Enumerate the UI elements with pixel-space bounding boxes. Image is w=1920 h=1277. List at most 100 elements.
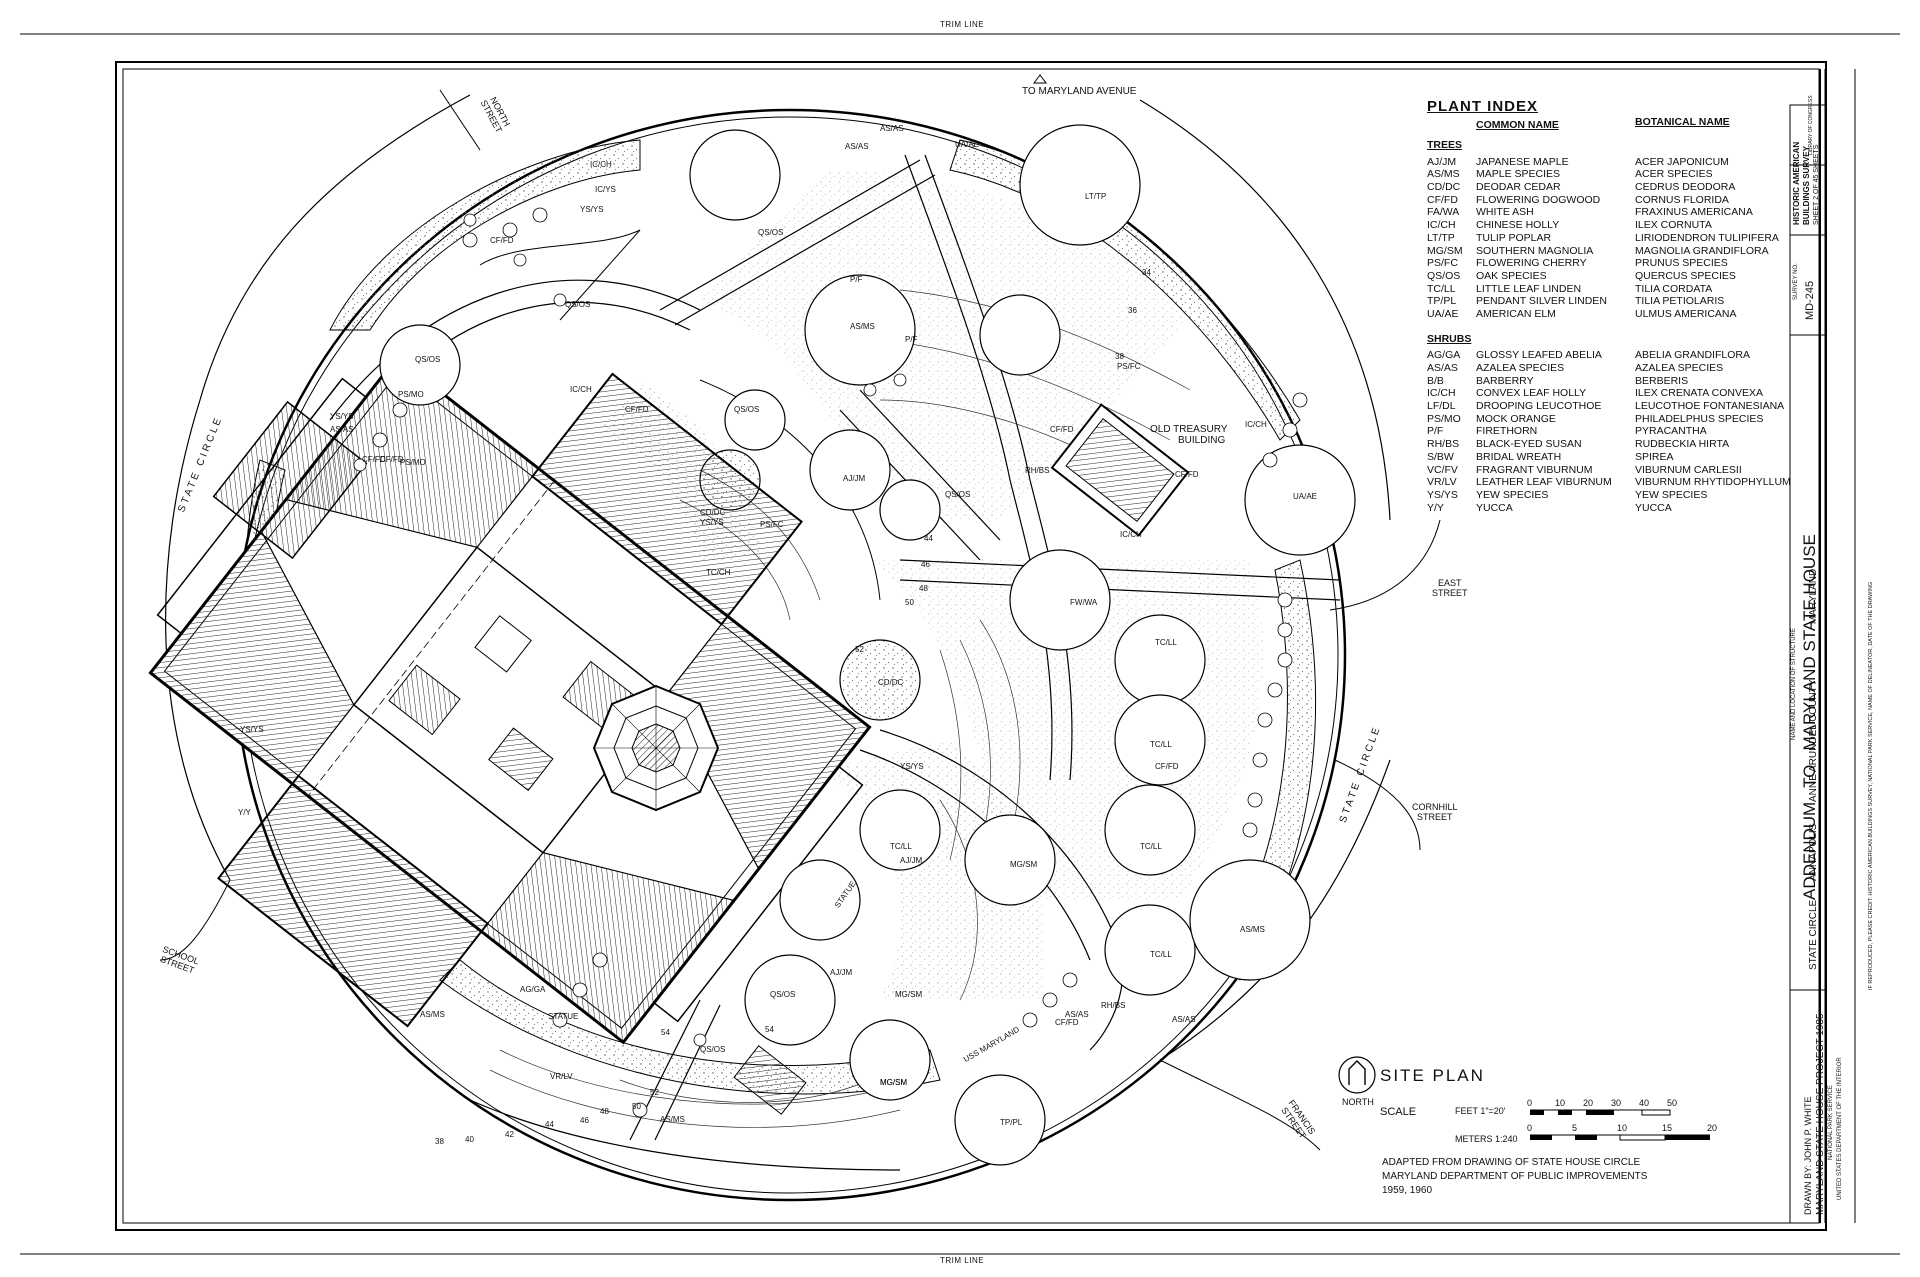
- tree: [1104, 784, 1196, 876]
- plant-code-label: P/F: [850, 275, 863, 284]
- plant-code-label: CF/FD: [1155, 762, 1179, 771]
- trees-botanical: CORNUS FLORIDA: [1635, 193, 1729, 206]
- plant-code-label: P/F: [905, 335, 918, 344]
- trees-code: IC/CH: [1427, 219, 1456, 232]
- trees-code: LT/TP: [1427, 231, 1455, 244]
- plant-code-label: TP/PL: [1000, 1118, 1023, 1127]
- plant-code-label: CF/FD: [362, 455, 386, 464]
- shrubs-code: VC/FV: [1427, 463, 1458, 476]
- feet-ticks-label: 40: [1639, 1098, 1650, 1108]
- old-treasury-label: OLD TREASURY BUILDING: [1150, 424, 1227, 446]
- shrubs-common: DROOPING LEUCOTHOE: [1476, 400, 1602, 413]
- statue-label: STATUE: [548, 1012, 579, 1021]
- shrubs-code: VR/LV: [1427, 476, 1457, 489]
- trees-header: TREES: [1427, 139, 1463, 151]
- meter-ticks-label: 20: [1707, 1123, 1718, 1133]
- adapted-note: ADAPTED FROM DRAWING OF STATE HOUSE CIRC…: [1382, 1156, 1647, 1198]
- plant-code-label: CD/DC: [700, 508, 726, 517]
- trees-code: AS/MS: [1427, 168, 1460, 181]
- shrubs-botanical: ILEX CRENATA CONVEXA: [1635, 387, 1763, 400]
- tree: [779, 859, 861, 941]
- contour-elevation-label: 36: [1128, 306, 1137, 315]
- plant-code-label: IC/CH: [1120, 530, 1142, 539]
- trees-code: FA/WA: [1427, 206, 1460, 219]
- agency-doi: UNITED STATES DEPARTMENT OF THE INTERIOR: [1837, 1057, 1843, 1200]
- shrubs-botanical: VIBURNUM CARLESII: [1635, 463, 1742, 476]
- contour-elevation-label: 42: [505, 1130, 514, 1139]
- project-name: MARYLAND STATE HOUSE PROJECT 1985: [1815, 1013, 1826, 1215]
- reproduction-credit: IF REPRODUCED, PLEASE CREDIT: HISTORIC A…: [1868, 581, 1874, 990]
- trees-code: CD/DC: [1427, 181, 1461, 194]
- adapted-line-2: MARYLAND DEPARTMENT OF PUBLIC IMPROVEMEN…: [1382, 1171, 1648, 1182]
- state-house-dome: [592, 684, 720, 812]
- trees-common: MAPLE SPECIES: [1476, 168, 1561, 181]
- old-treasury-label-line1: OLD TREASURY: [1150, 424, 1228, 435]
- trees-common: LITTLE LEAF LINDEN: [1476, 282, 1582, 295]
- contour-elevation-label: 44: [545, 1120, 554, 1129]
- plant-code-label: AJ/JM: [843, 474, 866, 483]
- shrubs-common: LEATHER LEAF VIBURNUM: [1476, 476, 1612, 489]
- trees-code: AJ/JM: [1427, 155, 1457, 168]
- trees-botanical: QUERCUS SPECIES: [1635, 269, 1736, 282]
- plant-code-label: IC/YS: [595, 185, 616, 194]
- trees-common: AMERICAN ELM: [1476, 307, 1556, 320]
- plant-code-label: AS/MS: [660, 1115, 685, 1124]
- plant-code-label: PS/FC: [1117, 362, 1141, 371]
- tree: [724, 389, 786, 451]
- maryland-avenue-label: TO MARYLAND AVENUE: [1022, 86, 1137, 97]
- trees-common: JAPANESE MAPLE: [1476, 155, 1569, 168]
- building-wing-north: [531, 372, 803, 626]
- trees-common: DEODAR CEDAR: [1476, 181, 1561, 194]
- library-label: LIBRARY OF CONGRESS: [1808, 95, 1814, 155]
- plant-index: PLANT INDEX COMMON NAME BOTANICAL NAME T…: [1427, 98, 1791, 514]
- tree: [699, 449, 761, 511]
- contour-elevation-label: 54: [661, 1028, 670, 1037]
- street-label-east-line1: EAST: [1438, 578, 1462, 588]
- contour-elevation-label: 46: [921, 560, 930, 569]
- shrubs-code: IC/CH: [1427, 387, 1456, 400]
- contour-elevation-label: 52: [855, 645, 864, 654]
- trim-line-bottom-label: TRIM LINE: [940, 1256, 985, 1265]
- trees-code: MG/SM: [1427, 244, 1463, 257]
- plant-code-label: QS/OS: [700, 1045, 726, 1054]
- plant-code-label: QS/OS: [758, 228, 784, 237]
- trees-code: PS/FC: [1427, 257, 1458, 270]
- trees-common: SOUTHERN MAGNOLIA: [1476, 244, 1594, 257]
- walk-north: [659, 159, 921, 311]
- street-label-cornhill: CORNHILL STREET: [1412, 802, 1458, 822]
- meter-ticks-label: 5: [1572, 1123, 1578, 1133]
- shrubs-common: FIRETHORN: [1476, 425, 1538, 438]
- old-treasury-label-line2: BUILDING: [1178, 435, 1226, 446]
- outer-border: [115, 61, 1827, 1231]
- walk-ne-curve: [904, 154, 1053, 781]
- tree: [849, 1019, 931, 1101]
- shrubs-common: MOCK ORANGE: [1476, 412, 1556, 425]
- tree: [1244, 444, 1356, 556]
- tree-canopies: [379, 124, 1356, 1166]
- tree: [1104, 904, 1196, 996]
- plant-code-label: AS/MS: [850, 322, 875, 331]
- plant-index-title: PLANT INDEX: [1427, 98, 1539, 115]
- trees-common: WHITE ASH: [1476, 206, 1534, 219]
- adapted-line-3: 1959, 1960: [1382, 1185, 1433, 1196]
- plant-code-label: IC/CH: [1245, 420, 1267, 429]
- meter-ticks-label: 10: [1617, 1123, 1628, 1133]
- street-label-east: EAST STREET: [1432, 578, 1468, 598]
- scale-bar-meters: [1530, 1134, 1710, 1141]
- common-name-header: COMMON NAME: [1476, 119, 1559, 131]
- plant-code-label: TC/LL: [1155, 638, 1177, 647]
- contour-elevation-label: 38: [435, 1137, 444, 1146]
- plant-code-label: AS/AS: [330, 425, 354, 434]
- adapted-line-1: ADAPTED FROM DRAWING OF STATE HOUSE CIRC…: [1382, 1157, 1641, 1168]
- plant-code-label: CF/FD: [1050, 425, 1074, 434]
